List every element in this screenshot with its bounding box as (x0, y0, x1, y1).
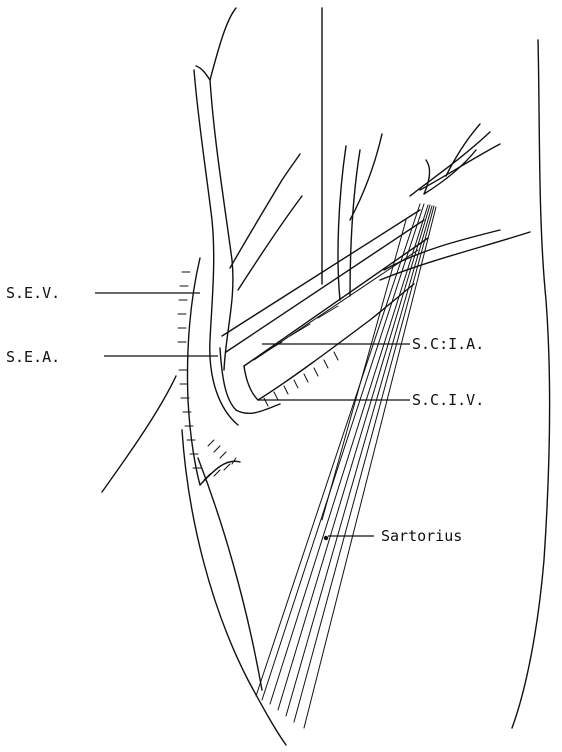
superficial-epigastric-artery (220, 348, 280, 413)
sartorius-muscle (256, 204, 436, 728)
circumflex-iliac-vessels (222, 210, 428, 406)
fascia-hatching (178, 258, 240, 485)
leader-lines (95, 293, 410, 540)
label-sev: S.E.V. (6, 284, 60, 302)
label-sea: S.E.A. (6, 348, 60, 366)
label-sartorius: Sartorius (381, 527, 462, 545)
vessel-branches (338, 124, 530, 300)
label-scia: S.C:I.A. (412, 335, 484, 353)
sartorius-pointer-dot (324, 536, 328, 540)
label-sciv: S.C.I.V. (412, 391, 484, 409)
